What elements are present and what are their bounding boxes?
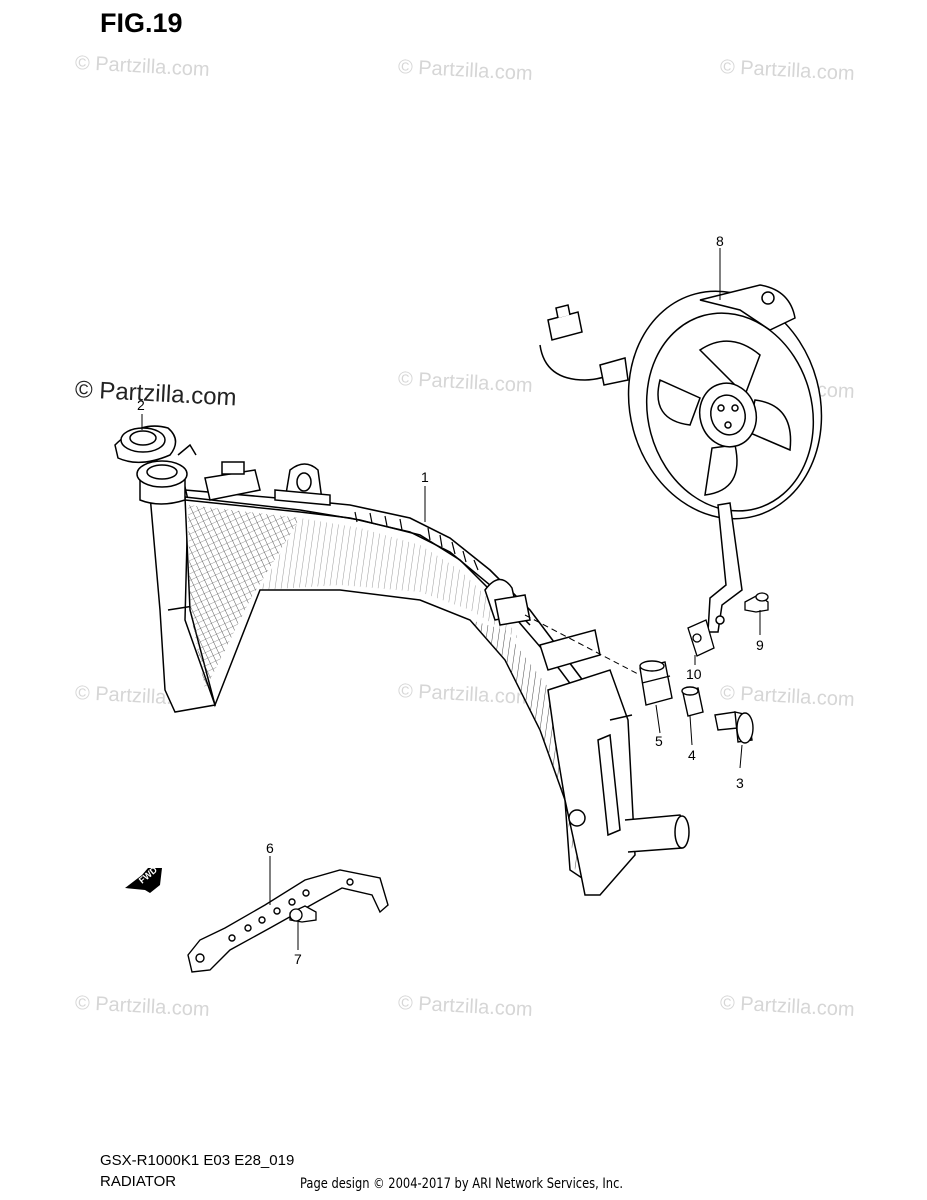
callout-1: 1 <box>421 469 429 485</box>
figure-title: FIG.19 <box>100 8 183 38</box>
callout-7: 7 <box>294 951 302 967</box>
page-credit: Page design © 2004-2017 by ARI Network S… <box>300 1176 624 1192</box>
callout-8: 8 <box>716 233 724 249</box>
callout-6: 6 <box>266 840 274 856</box>
callout-4: 4 <box>688 747 696 763</box>
nut-10[interactable] <box>687 619 715 657</box>
leader-lines <box>141 248 761 950</box>
bolt-9[interactable] <box>744 592 769 613</box>
callout-2: 2 <box>137 397 145 413</box>
callout-9: 9 <box>756 637 764 653</box>
callout-5: 5 <box>655 733 663 749</box>
filler-neck <box>136 443 197 505</box>
radiator-cap[interactable] <box>114 425 177 464</box>
forward-arrow-icon: FWD <box>125 864 162 893</box>
model-code: GSX-R1000K1 E03 E28_019 <box>100 1152 295 1169</box>
radiator-core[interactable] <box>149 461 690 896</box>
callout-3: 3 <box>736 775 744 791</box>
callout-10: 10 <box>686 666 702 682</box>
grommet-5[interactable] <box>639 660 673 706</box>
stay-6[interactable] <box>187 869 389 973</box>
section-name: RADIATOR <box>100 1173 177 1190</box>
bolt-3[interactable] <box>714 711 754 744</box>
bolt-7[interactable] <box>289 905 317 923</box>
cooling-fan-assembly[interactable] <box>539 269 847 633</box>
collar-4[interactable] <box>681 686 704 717</box>
